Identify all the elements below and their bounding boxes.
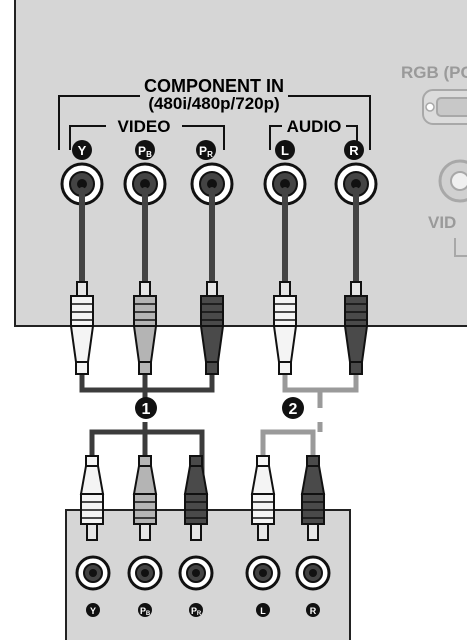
source-plug-pb[interactable]: [132, 455, 158, 541]
component-in-bracket: [58, 95, 371, 150]
svg-text:P: P: [140, 606, 146, 616]
component-in-subtitle: (480i/480p/720p): [148, 94, 279, 113]
rgb-port-icon: [422, 89, 467, 125]
audio-cable: [260, 372, 359, 500]
tv-jack-r[interactable]: [334, 162, 378, 206]
svg-text:B: B: [146, 611, 151, 617]
callout-1: 1: [135, 397, 157, 419]
video-jack-partial-icon: [438, 159, 467, 203]
tv-plug-y[interactable]: [69, 281, 95, 375]
source-plug-l[interactable]: [250, 455, 276, 541]
svg-text:L: L: [260, 606, 266, 616]
source-jack-pb[interactable]: [127, 555, 163, 591]
source-plug-r[interactable]: [300, 455, 326, 541]
tv-plug-r[interactable]: [343, 281, 369, 375]
svg-text:P: P: [199, 144, 207, 158]
source-badge-r: R: [306, 603, 320, 617]
svg-text:P: P: [138, 144, 146, 158]
tv-badge-y: Y: [72, 140, 92, 160]
svg-text:Y: Y: [90, 606, 96, 616]
source-jack-pr[interactable]: [178, 555, 214, 591]
tv-plug-l[interactable]: [272, 281, 298, 375]
callout-2: 2: [282, 397, 304, 419]
tv-back-panel: [14, 0, 467, 327]
svg-text:B: B: [146, 150, 152, 159]
source-jack-r[interactable]: [295, 555, 331, 591]
source-badge-l: L: [256, 603, 270, 617]
svg-text:Y: Y: [78, 143, 87, 158]
source-jack-y[interactable]: [75, 555, 111, 591]
tv-badge-pb: P B: [135, 140, 155, 160]
svg-text:R: R: [207, 150, 213, 159]
svg-text:1: 1: [142, 401, 151, 418]
source-badge-pr: P R: [189, 603, 203, 617]
tv-jack-pr[interactable]: [190, 162, 234, 206]
source-jack-l[interactable]: [245, 555, 281, 591]
audio-label: AUDIO: [287, 117, 342, 136]
source-badge-pb: P B: [138, 603, 152, 617]
video-cable: [79, 372, 215, 500]
svg-text:2: 2: [289, 401, 298, 418]
video-partial-label: VID: [428, 213, 456, 232]
svg-text:R: R: [349, 143, 359, 158]
svg-text:R: R: [197, 611, 202, 617]
source-plug-y[interactable]: [79, 455, 105, 541]
component-in-title: COMPONENT IN: [144, 76, 284, 96]
source-badge-y: Y: [86, 603, 100, 617]
svg-text:P: P: [191, 606, 197, 616]
tv-insert-wires: [79, 187, 359, 291]
tv-plug-pb[interactable]: [132, 281, 158, 375]
tv-plug-pr[interactable]: [199, 281, 225, 375]
video-bracket: [69, 125, 225, 150]
video-label: VIDEO: [118, 117, 171, 136]
tv-badge-r: R: [344, 140, 364, 160]
svg-text:L: L: [281, 143, 289, 158]
source-plug-pr[interactable]: [183, 455, 209, 541]
tv-badge-pr: P R: [196, 140, 216, 160]
rgb-pc-label: RGB (PC: [401, 63, 467, 82]
tv-jack-pb[interactable]: [123, 162, 167, 206]
svg-text:R: R: [310, 606, 317, 616]
tv-badge-l: L: [275, 140, 295, 160]
